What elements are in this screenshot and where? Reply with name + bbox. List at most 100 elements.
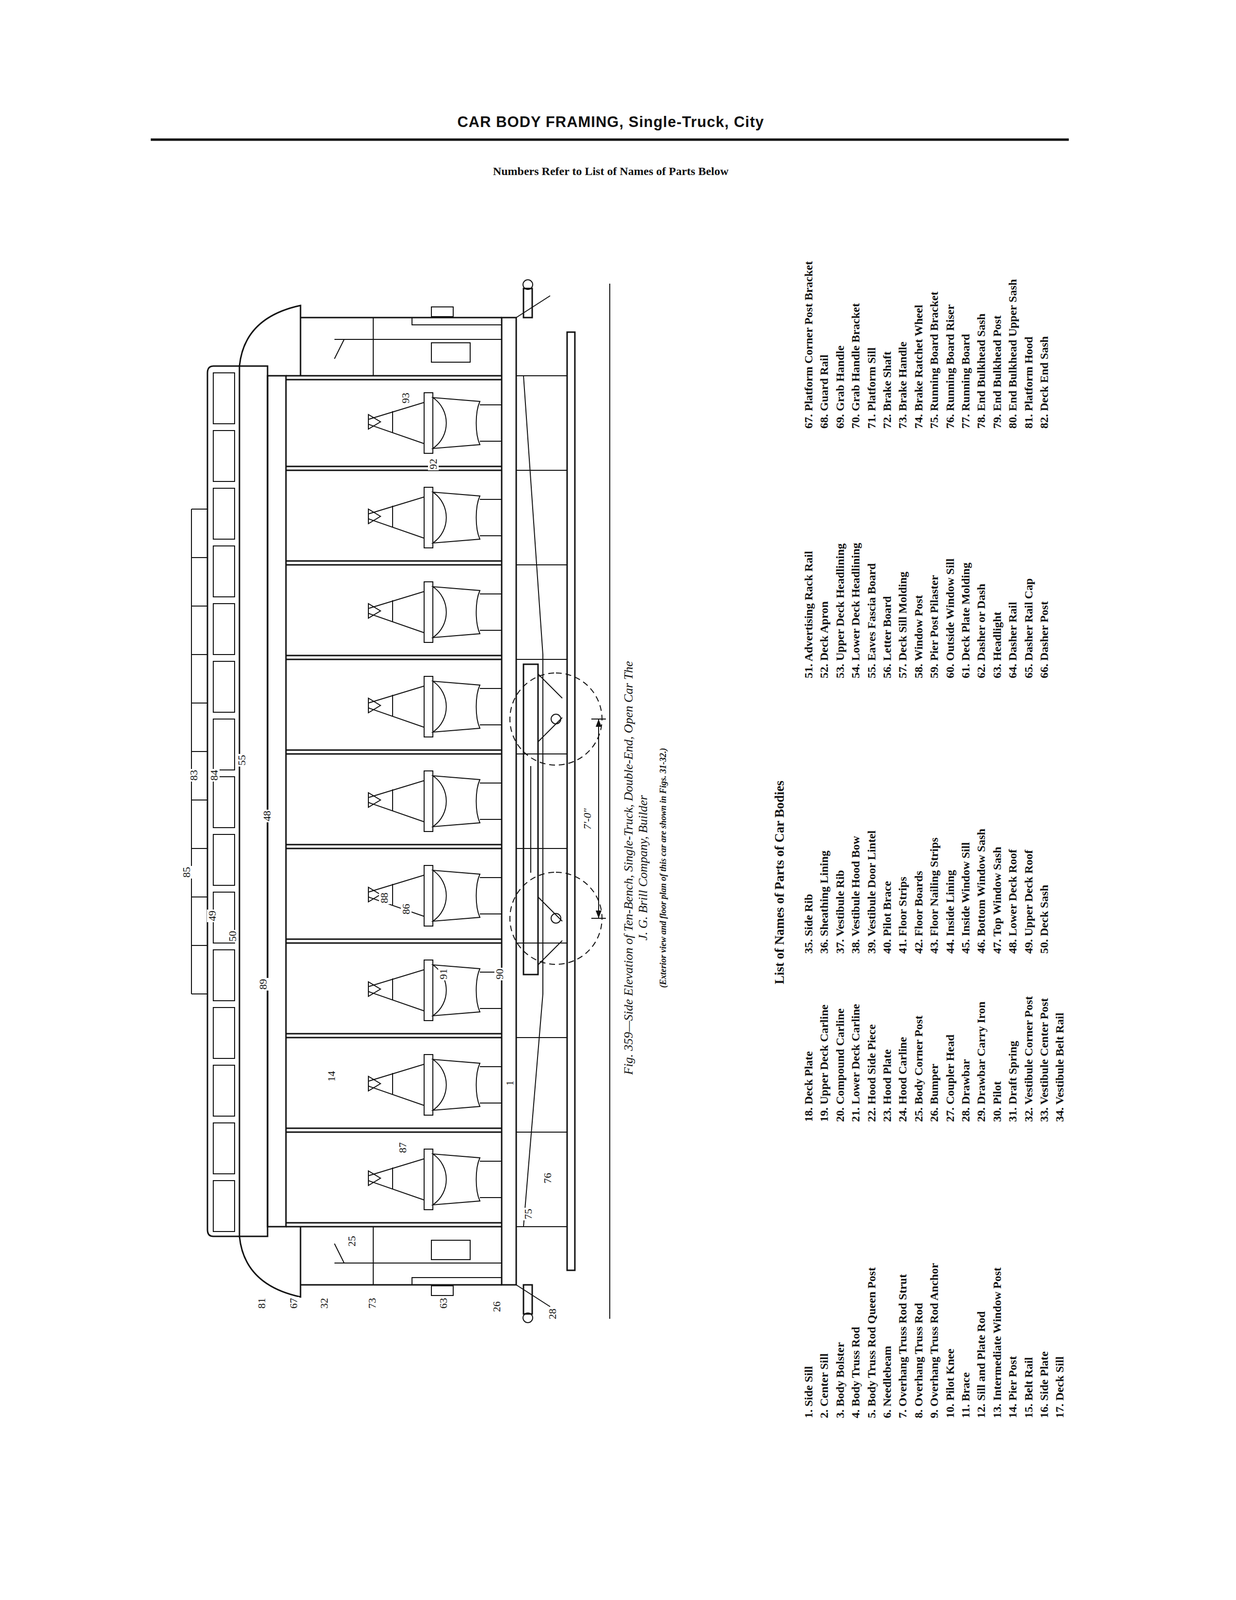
part-name: 81. Platform Hood: [1021, 336, 1035, 429]
figure-note: (Exterior view and floor plan of this ca…: [658, 747, 669, 988]
callout-number: 28: [547, 1307, 558, 1320]
callout-number: 83: [188, 768, 200, 782]
subheading: Numbers Refer to List of Names of Parts …: [492, 164, 729, 178]
bench: [368, 392, 502, 454]
running-board: [567, 332, 575, 1270]
part-name: 33. Vestibule Center Post: [1037, 997, 1051, 1122]
part-name: 58. Window Post: [911, 594, 925, 679]
bench: [368, 581, 502, 643]
deck-sash: [213, 1122, 235, 1174]
part-name: 74. Brake Ratchet Wheel: [911, 304, 925, 429]
seats: [368, 392, 502, 1210]
part-name: 4. Body Truss Rod: [849, 1326, 863, 1418]
callout-number: 91: [438, 967, 449, 981]
brake-rigging: [530, 673, 563, 965]
platform-hood: [239, 305, 301, 376]
bench: [368, 959, 502, 1021]
callout-number: 76: [542, 1171, 554, 1185]
deck-sash: [213, 661, 235, 713]
coupler-head: [522, 1312, 533, 1323]
part-name: 9. Overhang Truss Rod Anchor: [927, 1262, 941, 1418]
posts: [285, 317, 502, 1285]
controller: [431, 342, 471, 363]
part-name: 76. Running Board Riser: [943, 304, 957, 429]
deck-sash: [213, 372, 235, 424]
part-name: 25. Body Corner Post: [911, 1014, 925, 1122]
part-name: 29. Drawbar Carry Iron: [974, 1001, 988, 1122]
coupler: [523, 288, 533, 318]
underframe: [501, 283, 610, 1319]
part-name: 82. Deck End Sash: [1037, 335, 1051, 429]
part-name: 1. Side Sill: [802, 1365, 816, 1418]
lower-deck-roof: [239, 365, 268, 1236]
part-name: 79. End Bulkhead Post: [990, 315, 1004, 429]
figure-caption: Fig. 359—Side Elevation of Ten-Bench, Si…: [621, 659, 651, 1077]
part-name: 54. Lower Deck Headlining: [849, 542, 863, 679]
part-name: 15. Belt Rail: [1021, 1356, 1035, 1418]
wheel: [509, 672, 603, 765]
part-name: 47. Top Window Sash: [990, 846, 1004, 954]
pilot: [516, 295, 551, 1307]
callout-number: 14: [326, 1069, 337, 1083]
letter-board: [267, 375, 286, 1227]
part-name: 61. Deck Plate Molding: [959, 562, 973, 679]
callout-number: 50: [227, 929, 238, 943]
part-name: 3. Body Bolster: [833, 1341, 847, 1418]
bench: [368, 676, 502, 737]
dasher: [412, 1277, 502, 1285]
part-name: 67. Platform Corner Post Bracket: [802, 261, 816, 429]
coupler-head: [522, 279, 533, 290]
callout-number: 25: [346, 1234, 358, 1248]
part-name: 31. Draft Spring: [1006, 1040, 1020, 1122]
platforms: [334, 279, 551, 1323]
running-board-brackets: [516, 375, 568, 1227]
part-name: 75. Running Board Bracket: [927, 291, 941, 429]
deck-sash: [213, 430, 235, 482]
part-name: 69. Grab Handle: [833, 345, 847, 429]
callout-number: 88: [379, 891, 390, 904]
platform-hood: [239, 1226, 301, 1297]
part-name: 7. Overhang Truss Rod Strut: [896, 1273, 910, 1418]
part-name: 23. Hood Plate: [880, 1048, 894, 1122]
header-rule: [0, 0, 1236, 156]
part-name: 19. Upper Deck Carline: [817, 1004, 831, 1122]
wheel: [509, 871, 603, 965]
part-name: 51. Advertising Rack Rail: [802, 550, 816, 679]
deck-sash: [213, 776, 235, 828]
part-name: 24. Hood Carline: [896, 1036, 910, 1122]
callout-number: 75: [522, 1207, 534, 1221]
part-name: 30. Pilot: [990, 1080, 1004, 1122]
callout-number: 63: [438, 1296, 449, 1310]
rule-line: [150, 138, 1069, 142]
part-name: 38. Vestibule Hood Bow: [849, 835, 863, 954]
part-name: 41. Floor Strips: [896, 876, 910, 954]
page-title: CAR BODY FRAMING, Single-Truck, City: [457, 113, 764, 131]
callout-number: 89: [257, 977, 269, 991]
part-name: 17. Deck Sill: [1053, 1356, 1067, 1418]
part-name: 46. Bottom Window Sash: [974, 828, 988, 954]
callout-number: 84: [208, 768, 220, 782]
part-name: 18. Deck Plate: [802, 1050, 816, 1122]
bench: [368, 487, 502, 548]
part-name: 59. Pier Post Pilaster: [927, 574, 941, 679]
callout-number: 86: [400, 902, 412, 916]
headlight: [431, 1285, 454, 1296]
callout-number: 90: [494, 967, 506, 981]
callout-number: 73: [366, 1296, 378, 1310]
deck-sash: [213, 949, 235, 1001]
callout-number: 26: [491, 1299, 503, 1313]
part-name: 78. End Bulkhead Sash: [974, 313, 988, 429]
platform-corner-posts: [300, 317, 502, 1285]
part-name: 2. Center Sill: [817, 1352, 831, 1418]
part-name: 11. Brace: [959, 1371, 973, 1418]
part-name: 62. Dasher or Dash: [974, 583, 988, 679]
deck-sash: [213, 1064, 235, 1116]
part-name: 39. Vestibule Door Lintel: [864, 830, 878, 954]
callout-number: 93: [400, 391, 412, 405]
window-posts: [285, 375, 502, 1227]
part-name: 65. Dasher Rail Cap: [1021, 578, 1035, 679]
part-name: 40. Pilot Brace: [880, 880, 894, 954]
rack-rail: [191, 508, 208, 994]
part-name: 27. Coupler Head: [943, 1034, 957, 1122]
